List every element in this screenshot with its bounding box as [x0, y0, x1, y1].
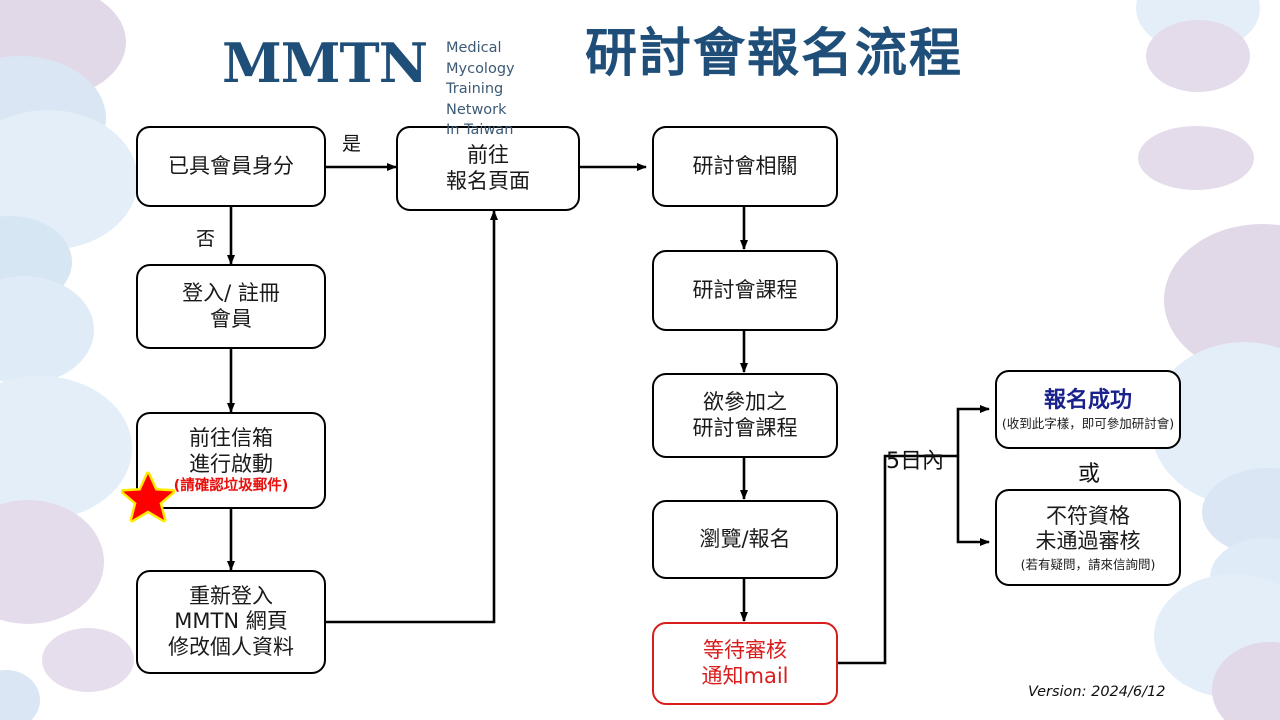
- edge-split-to-success: [956, 405, 990, 456]
- deco-circle: [0, 276, 94, 384]
- node-line: 不符資格: [1046, 503, 1130, 528]
- node-await-review: 等待審核 通知mail: [652, 622, 838, 705]
- version-label: Version: 2024/6/12: [1028, 684, 1166, 700]
- node-line-headline: 報名成功: [1043, 388, 1132, 414]
- node-line: 研討會課程: [692, 415, 798, 440]
- node-line: 前往信箱: [189, 426, 273, 451]
- node-line: 登入/ 註冊: [182, 280, 280, 305]
- deco-circle: [1150, 24, 1246, 92]
- deco-circle: [1138, 126, 1254, 190]
- node-note-reject: (若有疑問，請來信詢問): [1020, 556, 1156, 572]
- deco-circle: [0, 376, 132, 520]
- node-line: 報名頁面: [446, 168, 530, 193]
- edge-label-no: 否: [196, 228, 216, 250]
- deco-circle: [1164, 224, 1280, 376]
- node-desired-courses: 欲參加之 研討會課程: [652, 373, 838, 458]
- node-line: 研討會課程: [692, 277, 798, 302]
- deco-circle: [1146, 20, 1250, 92]
- deco-circle: [0, 110, 138, 250]
- deco-circle: [1154, 574, 1280, 698]
- node-signup-success: 報名成功 (收到此字樣，即可參加研討會): [995, 370, 1181, 449]
- node-goto-signup-page: 前往 報名頁面: [396, 126, 580, 211]
- deco-circle: [0, 56, 106, 180]
- node-line: 等待審核: [703, 637, 787, 662]
- edge-label-yes: 是: [342, 133, 362, 155]
- page-title: 研討會報名流程: [585, 24, 964, 84]
- mmtn-logo: MMTN Medical Mycology Training Network I…: [222, 28, 567, 138]
- deco-circle: [1136, 0, 1260, 52]
- node-member-check: 已具會員身分: [136, 126, 326, 207]
- node-line: 已具會員身分: [168, 153, 294, 178]
- deco-circle: [1212, 642, 1280, 720]
- deco-circle: [0, 670, 40, 720]
- node-line: 欲參加之: [703, 389, 787, 414]
- deco-circle: [0, 216, 72, 308]
- node-line: 修改個人資料: [168, 634, 294, 659]
- node-login-register: 登入/ 註冊 會員: [136, 264, 326, 349]
- deco-circle: [42, 628, 134, 692]
- node-line: MMTN 網頁: [174, 609, 288, 634]
- node-line: 會員: [210, 306, 252, 331]
- logo-tagline: Medical Mycology Training Network In Tai…: [446, 40, 515, 139]
- node-seminar-courses: 研討會課程: [652, 250, 838, 331]
- deco-circle: [1202, 468, 1280, 556]
- red-star-icon: [121, 471, 175, 523]
- deco-circle: [0, 0, 126, 98]
- node-relogin-profile: 重新登入 MMTN 網頁 修改個人資料: [136, 570, 326, 674]
- edge-label-within-5-days: 5日內: [886, 449, 944, 474]
- node-line: 前往: [467, 142, 509, 167]
- node-line: 進行啟動: [189, 452, 273, 477]
- node-line: 瀏覽/報名: [699, 526, 791, 551]
- node-line: 研討會相關: [692, 153, 798, 178]
- node-note-success: (收到此字樣，即可參加研討會): [1001, 415, 1175, 431]
- node-browse-signup: 瀏覽/報名: [652, 500, 838, 579]
- node-note-spam-warning: (請確認垃圾郵件): [173, 477, 289, 494]
- node-not-qualified: 不符資格 未通過審核 (若有疑問，請來信詢問): [995, 489, 1181, 586]
- node-line: 通知mail: [701, 663, 789, 688]
- deco-circle: [0, 500, 104, 624]
- node-line: 未通過審核: [1035, 529, 1141, 554]
- logo-wordmark: MMTN: [222, 31, 428, 95]
- deco-circle: [1210, 538, 1280, 618]
- edge-label-or: 或: [1078, 462, 1101, 487]
- edge-split-to-reject: [956, 456, 990, 546]
- edge-relogin-loopback: [326, 210, 498, 624]
- node-line: 重新登入: [189, 583, 273, 608]
- node-seminar-info: 研討會相關: [652, 126, 838, 207]
- edge-await-to-split: [838, 454, 958, 665]
